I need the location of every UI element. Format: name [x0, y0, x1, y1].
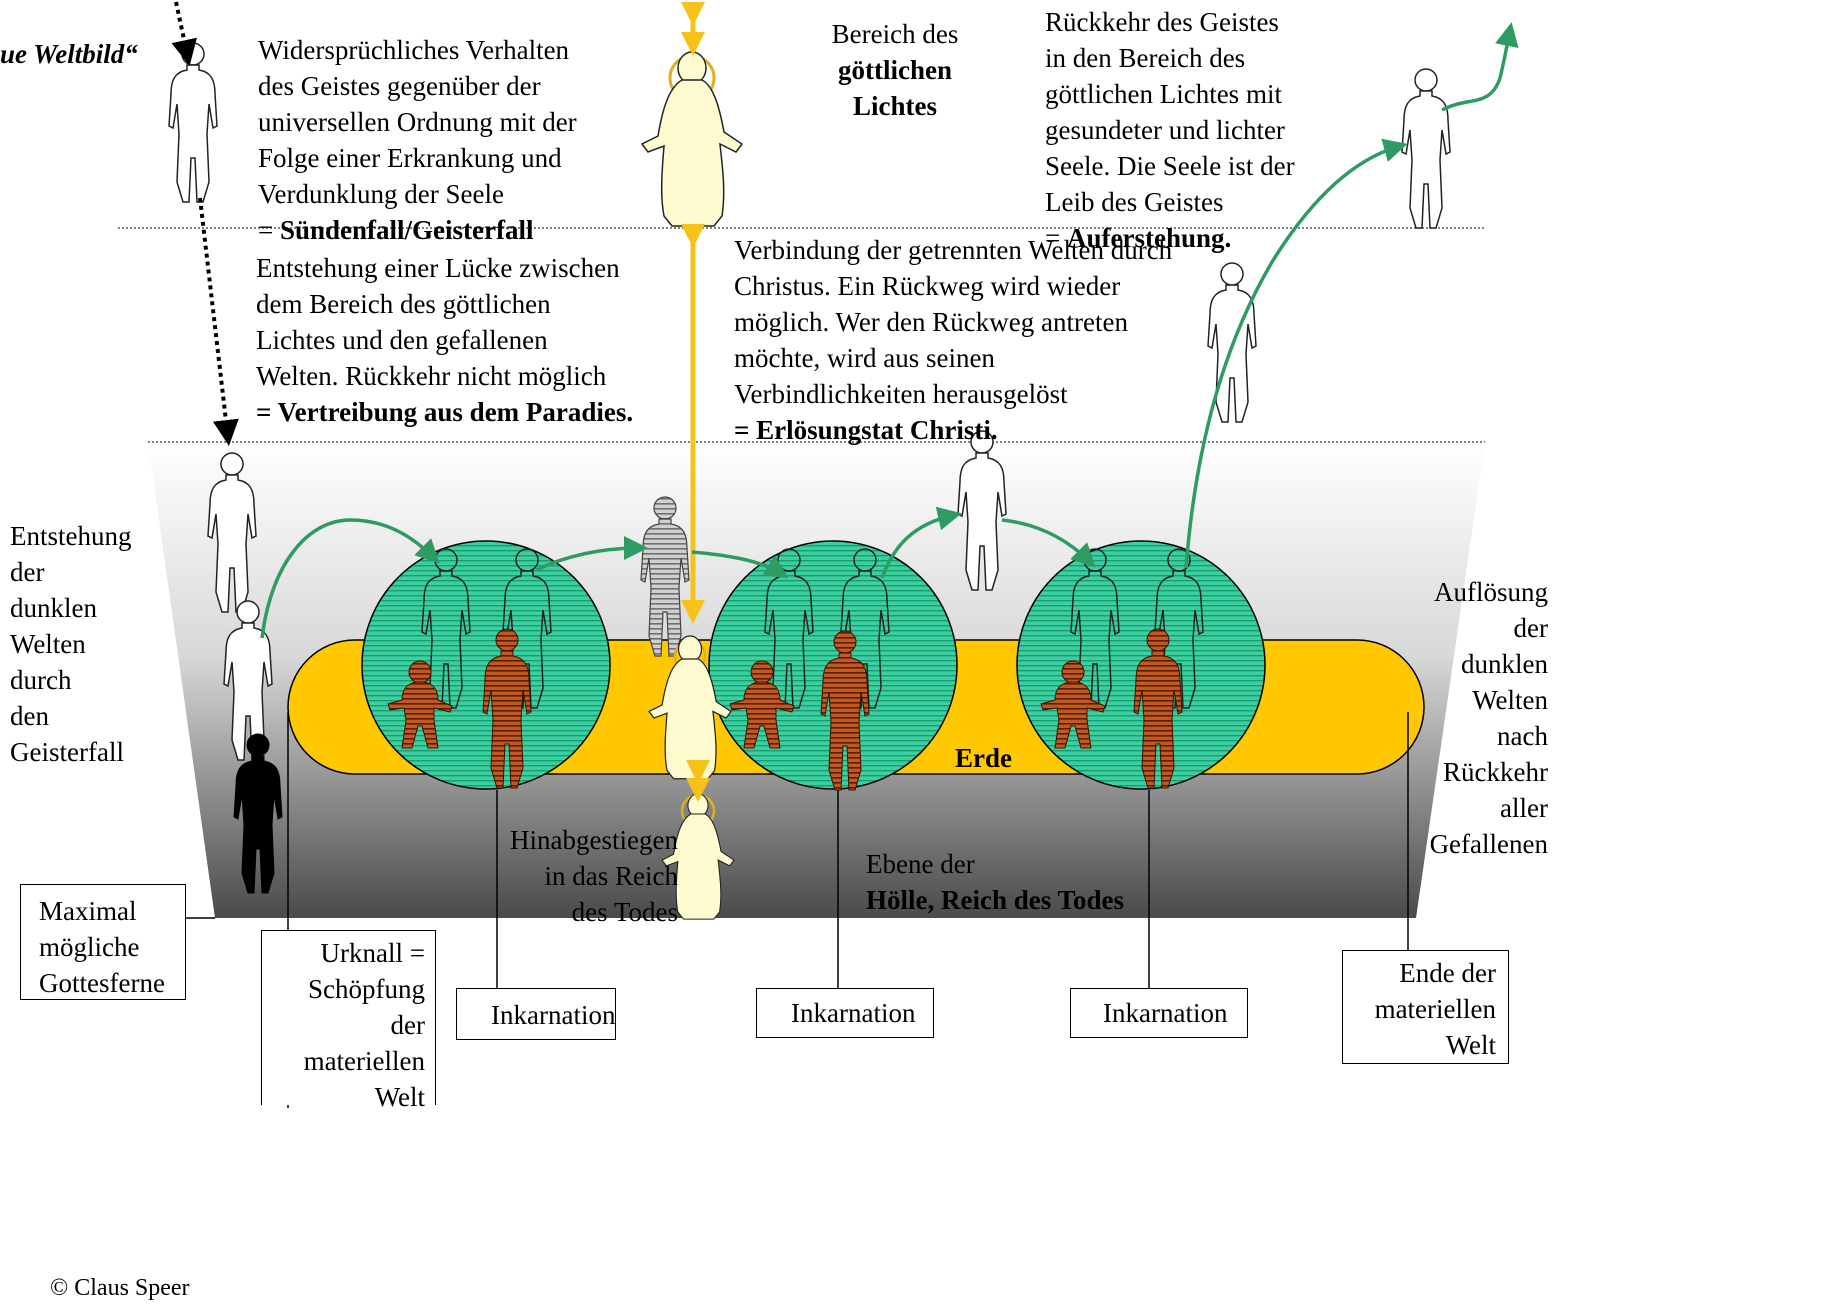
- paradise-text: Entstehung einer Lücke zwischen dem Bere…: [256, 253, 620, 391]
- fall-description: Widersprüchliches Verhalten des Geistes …: [258, 32, 638, 248]
- incarnation-box-1: Inkarnation: [456, 988, 616, 1040]
- resurrection-text: Rückkehr des Geistes in den Bereich des …: [1045, 7, 1295, 217]
- paradise-emphasis: = Vertreibung aus dem Paradies.: [256, 397, 634, 427]
- max-distance-box: Maximal mögliche Gottesferne: [20, 884, 186, 1000]
- fall-arrow: [171, 1, 239, 446]
- copyright: © Claus Speer: [50, 1275, 190, 1301]
- dark-worlds-dissolution-label: Auflösung der dunklen Welten nach Rückke…: [1429, 577, 1548, 859]
- hell-level-label: Ebene der Hölle, Reich des Todes: [866, 846, 1166, 918]
- incarnation-box-2: Inkarnation: [756, 988, 934, 1038]
- paradise-expulsion-description: Entstehung einer Lücke zwischen dem Bere…: [256, 250, 676, 430]
- incarnation-box-3: Inkarnation: [1070, 988, 1248, 1038]
- incarnation-sphere-1: [361, 540, 611, 790]
- soul-journey-arrows: [260, 22, 1519, 639]
- descended-label: Hinabgestiegen in das Reich des Todes: [510, 825, 678, 927]
- title-fragment: ue Weltbild“: [0, 39, 138, 69]
- dark-worlds-origin-label: Entstehung der dunklen Welten durch den …: [10, 521, 132, 767]
- end-of-world-box: Ende der materiellen Welt: [1342, 950, 1509, 1064]
- redemption-description: Verbindung der getrennten Welten durch C…: [734, 232, 1214, 448]
- fall-description-text: Widersprüchliches Verhalten des Geistes …: [258, 35, 577, 209]
- hell-bold: Hölle, Reich des Todes: [866, 885, 1125, 915]
- redemption-text: Verbindung der getrennten Welten durch C…: [734, 235, 1173, 409]
- fall-emphasis: Sündenfall/Geisterfall: [279, 215, 534, 245]
- big-bang-box: Urknall = Schöpfung der materiellen Welt: [261, 930, 436, 1112]
- divine-realm-label: Bereich des göttlichen Lichtes: [815, 16, 975, 124]
- christ-figure-heaven: [641, 51, 743, 227]
- redemption-emphasis: = Erlösungstat Christi.: [734, 415, 998, 445]
- resurrection-description: Rückkehr des Geistes in den Bereich des …: [1045, 4, 1345, 256]
- christ-figure-earth: [648, 635, 732, 780]
- fall-prefix: =: [258, 215, 280, 245]
- resurrection-emphasis: Auferstehung.: [1066, 223, 1232, 253]
- hell-line1: Ebene der: [866, 849, 975, 879]
- resurrection-prefix: =: [1045, 223, 1067, 253]
- divine-realm-line1: Bereich des: [831, 19, 959, 49]
- earth-label: Erde: [955, 743, 1012, 773]
- divine-realm-bold: göttlichen Lichtes: [838, 55, 952, 121]
